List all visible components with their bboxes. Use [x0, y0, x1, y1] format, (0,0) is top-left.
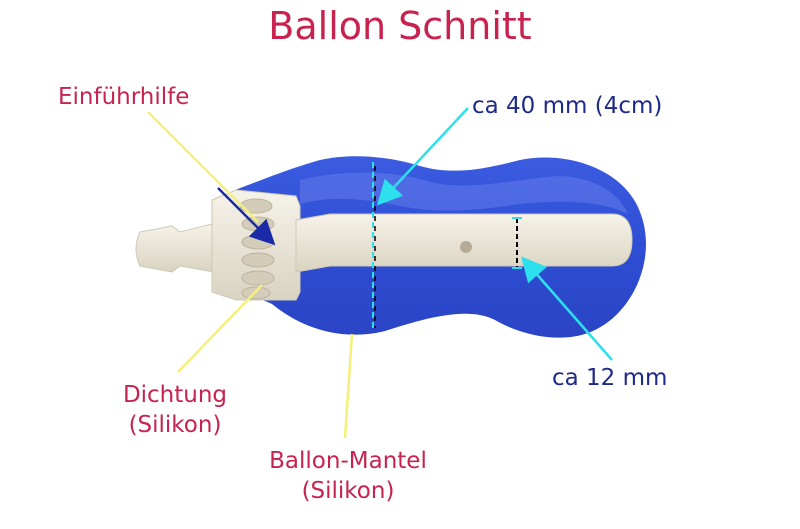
arrow-einfuehrhilfe-navy — [217, 187, 276, 246]
arrow-einfuehrhilfe-yellow — [147, 111, 259, 223]
label-diameter-outer: ca 40 mm (4cm) — [472, 93, 663, 119]
label-ballon-mantel-line2: (Silikon) — [301, 478, 395, 504]
label-ballon-mantel-line1: Ballon-Mantel — [269, 448, 427, 474]
label-dichtung-line2: (Silikon) — [128, 412, 222, 438]
arrow-12mm — [521, 256, 613, 361]
arrow-dichtung — [177, 284, 263, 373]
label-diameter-inner: ca 12 mm — [552, 365, 668, 391]
diagram-title: Ballon Schnitt — [268, 4, 532, 48]
tube-hole — [460, 241, 472, 253]
label-einfuehrhilfe: Einführhilfe — [58, 84, 190, 110]
label-dichtung-line1: Dichtung — [122, 382, 228, 408]
label-dichtung: Dichtung (Silikon) — [90, 382, 260, 438]
arrow-40mm — [376, 107, 469, 206]
label-ballon-mantel: Ballon-Mantel (Silikon) — [238, 448, 458, 504]
hose-barb — [135, 223, 215, 273]
arrow-ballon-mantel — [343, 333, 354, 439]
